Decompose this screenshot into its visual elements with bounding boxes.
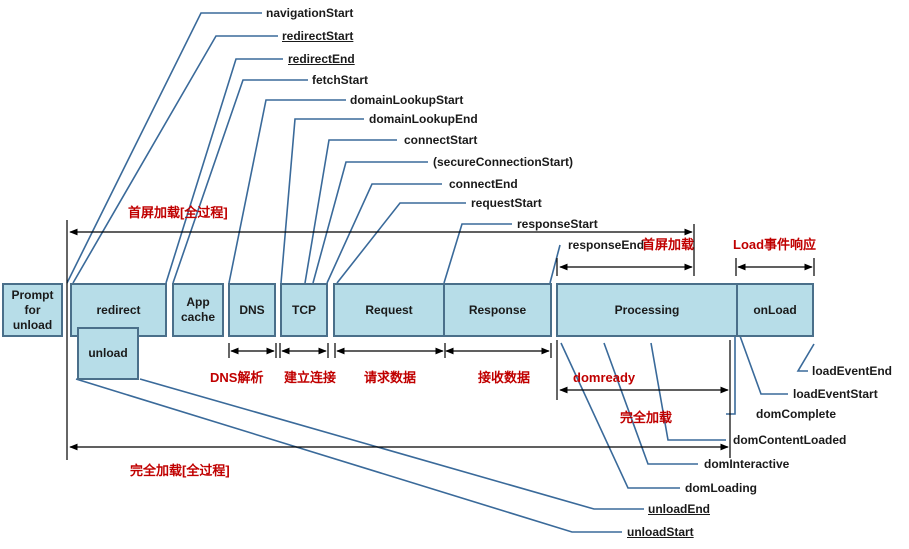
label-unload-start: unloadStart bbox=[627, 525, 694, 539]
label-dom-interactive: domInteractive bbox=[704, 457, 790, 471]
leader-load-event-end bbox=[796, 343, 815, 372]
label-unload-end: unloadEnd bbox=[648, 502, 710, 516]
span-domready: domready bbox=[573, 370, 636, 385]
phase-unload: unload bbox=[77, 327, 139, 380]
leader-fetch-start bbox=[172, 79, 308, 284]
phase-request: Request bbox=[333, 283, 445, 337]
leader-dom-interactive bbox=[603, 342, 698, 465]
label-request-start: requestStart bbox=[471, 196, 542, 210]
span-full-load: 完全加载 bbox=[620, 410, 673, 425]
phase-response: Response bbox=[443, 283, 552, 337]
leader-unload-start bbox=[75, 378, 622, 533]
phase-onload: onLoad bbox=[736, 283, 814, 337]
label-redirect-end: redirectEnd bbox=[288, 52, 355, 66]
leader-response-end bbox=[549, 244, 561, 284]
phase-app-cache: App cache bbox=[172, 283, 224, 337]
label-response-end: responseEnd bbox=[568, 238, 645, 252]
leader-connect-end bbox=[326, 183, 442, 284]
leader-redirect-start bbox=[72, 35, 278, 284]
label-domain-lookup-start: domainLookupStart bbox=[350, 93, 464, 107]
phase-prompt-for-unload: Prompt for unload bbox=[2, 283, 63, 337]
phase-tcp: TCP bbox=[280, 283, 328, 337]
span-first-screen-full: 首屏加载[全过程] bbox=[128, 205, 228, 220]
span-receive-data: 接收数据 bbox=[478, 370, 531, 385]
label-dom-loading: domLoading bbox=[685, 481, 757, 495]
leader-secure-connection-start bbox=[312, 161, 428, 284]
label-navigation-start: navigationStart bbox=[266, 6, 354, 20]
leader-response-start bbox=[443, 223, 512, 284]
label-redirect-start: redirectStart bbox=[282, 29, 354, 43]
leader-domain-lookup-start bbox=[228, 99, 346, 284]
span-full-load-full: 完全加载[全过程] bbox=[130, 463, 230, 478]
phase-dns: DNS bbox=[228, 283, 276, 337]
label-fetch-start: fetchStart bbox=[312, 73, 369, 87]
leader-redirect-end bbox=[165, 58, 283, 284]
phase-processing: Processing bbox=[556, 283, 738, 337]
label-load-event-start: loadEventStart bbox=[793, 387, 878, 401]
span-first-screen: 首屏加载 bbox=[642, 237, 695, 252]
span-connect: 建立连接 bbox=[284, 370, 337, 385]
leader-navigation-start bbox=[66, 12, 262, 284]
leader-domain-lookup-end bbox=[280, 118, 364, 284]
leader-unload-end bbox=[139, 378, 644, 510]
leader-dom-complete bbox=[726, 336, 736, 415]
label-dom-complete: domComplete bbox=[756, 407, 837, 421]
leader-load-event-start bbox=[739, 335, 788, 395]
span-load-response: Load事件响应 bbox=[733, 237, 817, 252]
leader-dom-content-loaded bbox=[650, 342, 726, 441]
leader-request-start bbox=[336, 202, 466, 284]
span-dns-parse: DNS解析 bbox=[210, 370, 264, 385]
label-domain-lookup-end: domainLookupEnd bbox=[369, 112, 478, 126]
label-load-event-end: loadEventEnd bbox=[812, 364, 893, 378]
label-secure-connection-start: (secureConnectionStart) bbox=[433, 155, 574, 169]
label-connect-end: connectEnd bbox=[449, 177, 518, 191]
label-dom-content-loaded: domContentLoaded bbox=[733, 433, 847, 447]
label-response-start: responseStart bbox=[517, 217, 598, 231]
span-request-data: 请求数据 bbox=[364, 370, 417, 385]
label-connect-start: connectStart bbox=[404, 133, 478, 147]
